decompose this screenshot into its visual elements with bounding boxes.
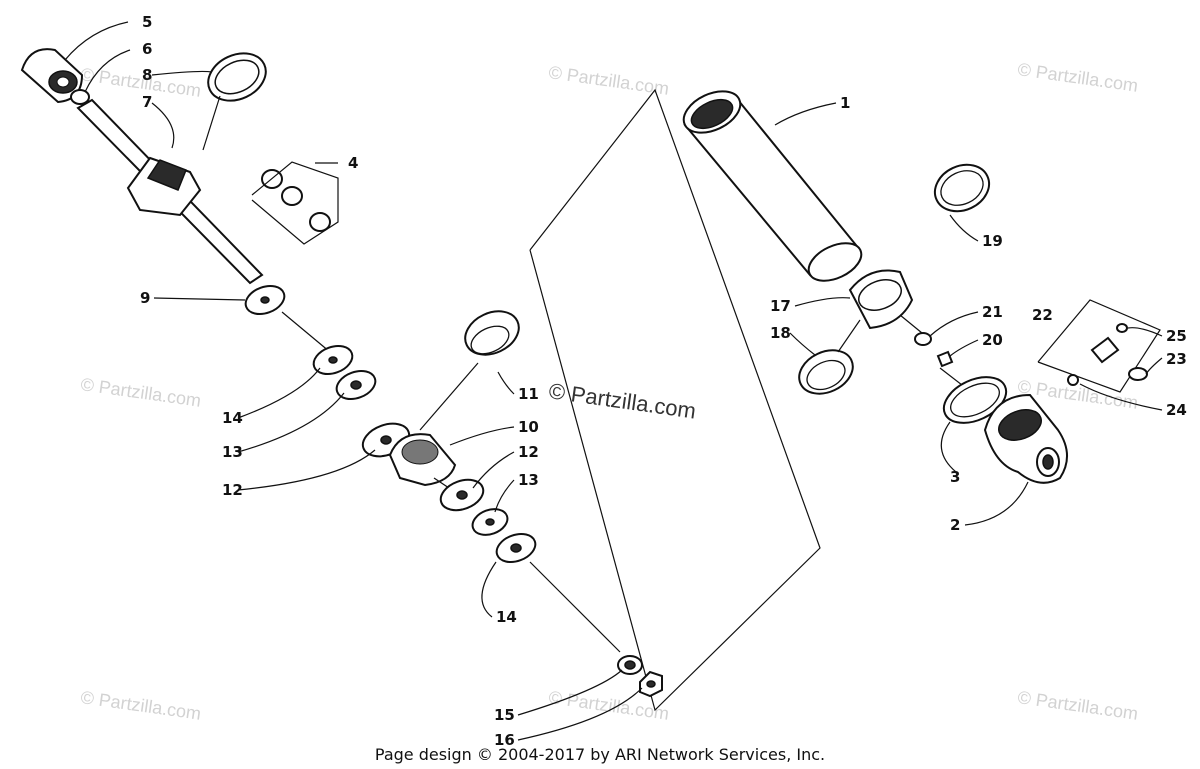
callout-23: 23 [1166, 350, 1187, 368]
fitting-o-ring [1128, 367, 1148, 381]
bumper [309, 212, 331, 232]
callout-25: 25 [1166, 327, 1187, 345]
callout-3: 3 [950, 468, 960, 486]
bleed-screw [936, 350, 954, 368]
callout-24: 24 [1166, 401, 1187, 419]
callout-13-lower: 13 [518, 471, 539, 489]
shaft-assembly [20, 48, 339, 316]
assembly-outline [529, 88, 821, 712]
callout-14-lower: 14 [496, 608, 517, 626]
callout-21: 21 [982, 303, 1003, 321]
valve-stack [281, 310, 663, 698]
callout-14-upper: 14 [222, 409, 243, 427]
callout-11: 11 [518, 385, 539, 403]
copyright-footer: Page design © 2004-2017 by ARI Network S… [375, 745, 825, 764]
callout-2: 2 [950, 516, 960, 534]
fitting-ball [1067, 374, 1079, 386]
callout-9: 9 [140, 289, 150, 307]
bumper-group-outline [251, 161, 339, 245]
center-watermark: © Partzilla.com [547, 378, 697, 423]
small-washer [914, 332, 932, 346]
callout-1: 1 [840, 94, 850, 112]
callout-8: 8 [142, 66, 152, 84]
valve-fitting [1090, 336, 1120, 364]
callout-10: 10 [518, 418, 539, 436]
callout-7: 7 [142, 93, 152, 111]
callout-12-upper: 12 [222, 481, 243, 499]
callout-18: 18 [770, 324, 791, 342]
callout-15: 15 [494, 706, 515, 724]
watermark: © Partzilla.com [79, 687, 202, 724]
bumper [281, 186, 303, 206]
callout-4: 4 [348, 154, 358, 172]
callout-6: 6 [142, 40, 152, 58]
watermark: © Partzilla.com [79, 374, 202, 411]
callout-16: 16 [494, 731, 515, 749]
callout-13-upper: 13 [222, 443, 243, 461]
callouts: 5 6 8 7 4 9 14 13 12 11 10 12 13 14 15 1… [140, 13, 1187, 749]
shock-body [682, 90, 1161, 484]
watermark: © Partzilla.com [1016, 59, 1139, 96]
callout-17: 17 [770, 297, 791, 315]
seal-head-detail [146, 159, 187, 191]
callout-leaders [64, 21, 1163, 741]
watermark: © Partzilla.com [79, 64, 202, 101]
callout-19: 19 [982, 232, 1003, 250]
callout-22: 22 [1032, 306, 1053, 324]
callout-12-lower: 12 [518, 443, 539, 461]
callout-5: 5 [142, 13, 152, 31]
valve-group-outline [1037, 299, 1161, 393]
watermark: © Partzilla.com [1016, 687, 1139, 724]
fitting-cap [1116, 323, 1128, 333]
rod-washer [70, 89, 90, 105]
callout-20: 20 [982, 331, 1003, 349]
